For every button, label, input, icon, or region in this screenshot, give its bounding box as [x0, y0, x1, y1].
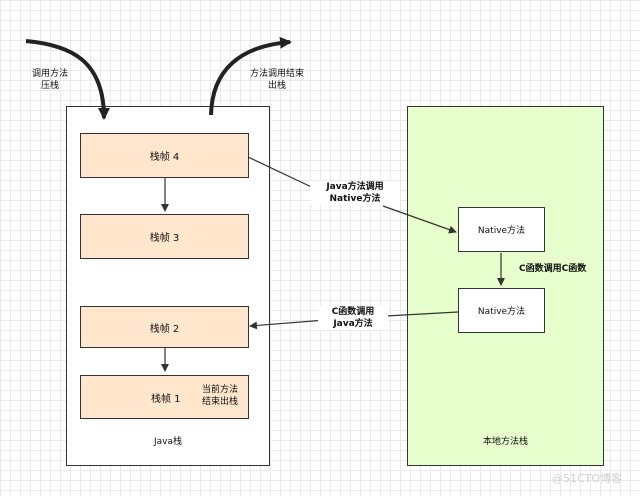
stack-frame-2-label: 栈帧 2: [149, 323, 180, 335]
native-method-1-label: Native方法: [477, 226, 526, 236]
stack-frame-4: 栈帧 4: [80, 133, 249, 178]
java-to-native-line1: Java方法调用: [326, 182, 384, 192]
java-to-native-line2: Native方法: [329, 194, 381, 204]
current-method-note: 当前方法 结束出栈: [195, 384, 245, 408]
pop-annotation-line1: 方法调用结束: [249, 69, 304, 79]
native-stack-panel: [407, 106, 604, 466]
stack-frame-1-label: 栈帧 1: [151, 393, 181, 405]
push-annotation-line2: 压栈: [40, 81, 59, 91]
c-to-java-arrow-b: [249, 319, 327, 330]
pop-arrow: [209, 36, 292, 116]
c-to-java-annotation: C函数调用 Java方法: [318, 306, 388, 330]
java-stack-label: Java栈: [153, 437, 182, 447]
pop-annotation: 方法调用结束 出栈: [232, 68, 322, 92]
java-to-native-annotation: Java方法调用 Native方法: [310, 181, 400, 205]
native-method-1: Native方法: [458, 207, 545, 252]
stack-frame-4-label: 栈帧 4: [149, 152, 180, 163]
stack-frame-1: 栈帧 1: [80, 375, 249, 419]
watermark: @51CTO博客: [552, 472, 623, 485]
push-arrow: [25, 39, 110, 120]
native-method-2: Native方法: [458, 288, 545, 333]
current-method-note-line2: 结束出栈: [201, 397, 238, 407]
c-to-java-line2: Java方法: [333, 319, 373, 329]
c-to-java-line1: C函数调用: [331, 307, 375, 317]
stack-frame-3-label: 栈帧 3: [149, 233, 180, 244]
native-stack-label: 本地方法栈: [482, 437, 528, 447]
push-annotation: 调用方法 压栈: [20, 68, 80, 92]
c-calls-c-annotation: C函数调用C函数: [519, 264, 587, 274]
c-to-java-arrow-a: [385, 311, 459, 317]
pop-annotation-line2: 出栈: [267, 81, 286, 91]
native-method-2-label: Native方法: [477, 307, 526, 317]
current-method-note-line1: 当前方法: [201, 385, 238, 395]
java-to-native-arrow: [247, 156, 323, 193]
stack-frame-2: 栈帧 2: [80, 306, 249, 348]
push-annotation-line1: 调用方法: [31, 69, 68, 79]
stack-frame-3: 栈帧 3: [80, 214, 249, 259]
